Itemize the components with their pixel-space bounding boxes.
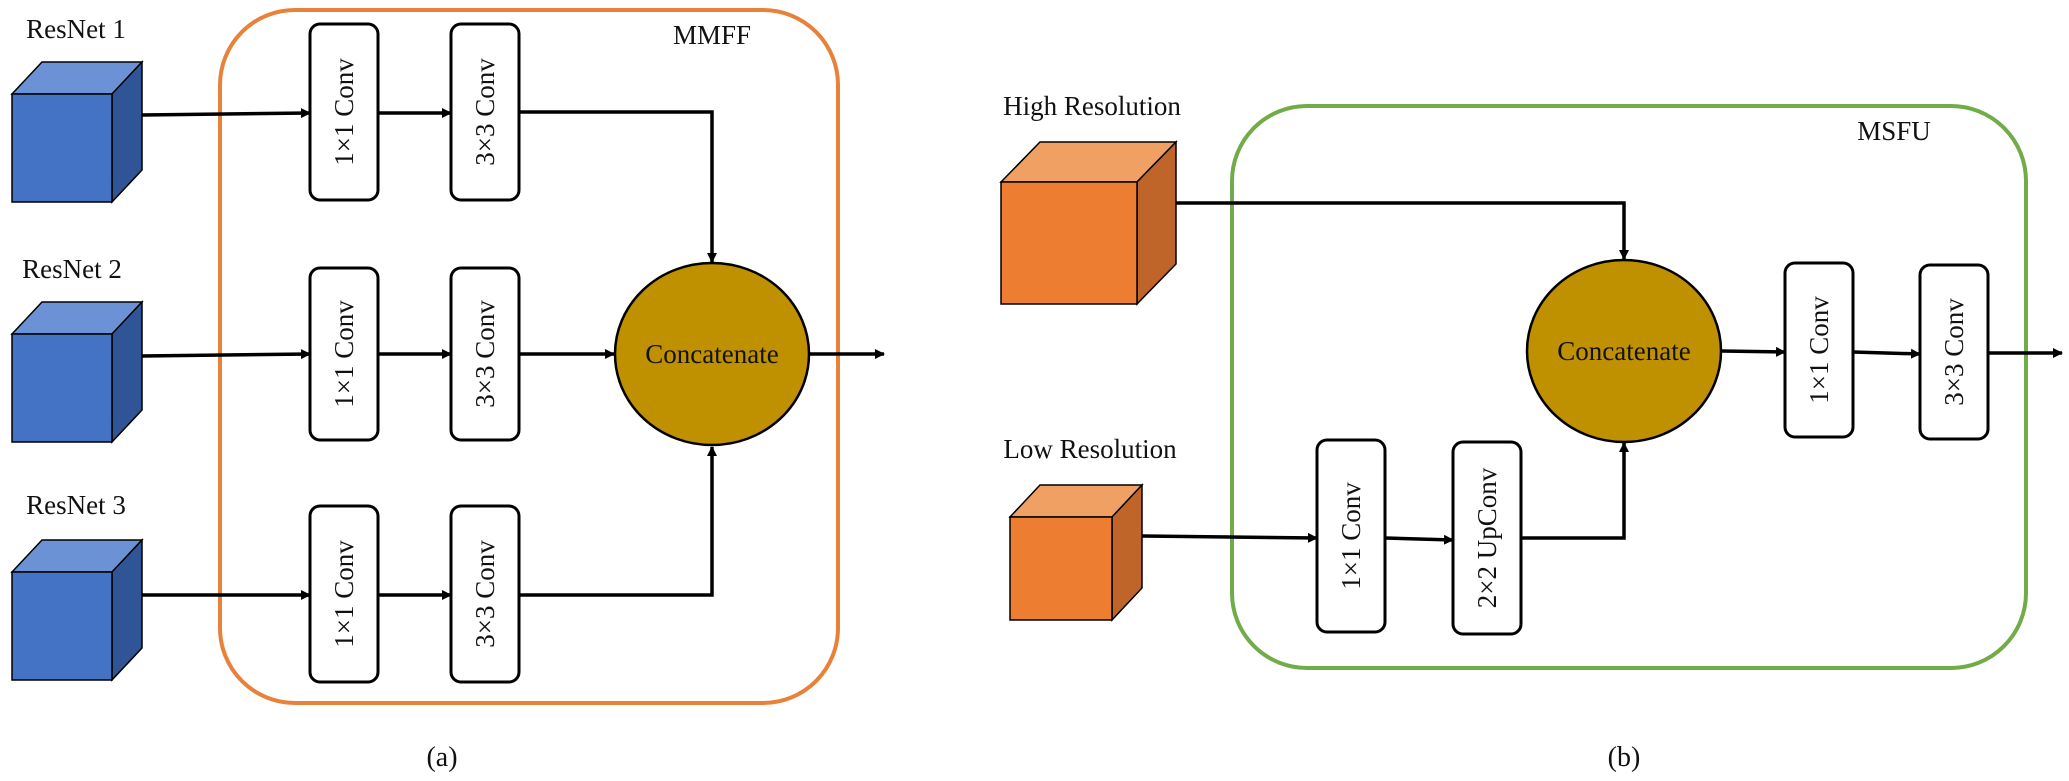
row2-conv3x3-label: 3×3 Conv <box>470 300 500 408</box>
low-resolution-cube <box>1008 483 1144 622</box>
resnet-1-cube <box>10 60 144 204</box>
arrow-high-to-concat <box>1176 201 1629 260</box>
arrow-upconv-to-concat <box>1521 442 1629 540</box>
post-conv1x1-box <box>1783 261 1855 439</box>
low-resolution-label: Low Resolution <box>1003 434 1177 464</box>
resnet-2-label: ResNet 2 <box>22 254 122 284</box>
low-conv1x1-box <box>1315 438 1387 634</box>
arrow-conv1-to-upconv <box>1384 534 1454 545</box>
low-conv1x1-label: 1×1 Conv <box>1336 482 1366 590</box>
caption-b: (b) <box>1608 742 1641 773</box>
panel-a: MMFF ResNet 1 ResNet 2 ResNet 3 1×1 Conv… <box>10 8 885 773</box>
msfu-module-label: MSFU <box>1857 116 1931 146</box>
arrow-low-to-conv1 <box>1141 532 1318 543</box>
row3-conv1x1-label: 1×1 Conv <box>329 540 359 648</box>
high-resolution-label: High Resolution <box>1003 91 1181 121</box>
concatenate-label-b: Concatenate <box>1557 336 1690 366</box>
row3-conv3x3-label: 3×3 Conv <box>470 540 500 648</box>
resnet-2-cube <box>10 300 144 444</box>
msfu-module-border <box>1230 104 2028 670</box>
concatenate-label-a: Concatenate <box>645 339 778 369</box>
caption-a: (a) <box>426 742 457 773</box>
row2-conv1x1-label: 1×1 Conv <box>329 300 359 408</box>
arrow-post-conv1-to-conv3 <box>1852 348 1921 359</box>
resnet-3-label: ResNet 3 <box>26 490 126 520</box>
post-conv1x1-label: 1×1 Conv <box>1804 296 1834 404</box>
row1-conv3x3-label: 3×3 Conv <box>470 58 500 166</box>
resnet-3-cube <box>10 538 144 682</box>
arrow-resnet2-to-conv1 <box>141 349 311 360</box>
arrow-concat-to-post-conv1 <box>1720 346 1786 357</box>
row1-conv1x1-label: 1×1 Conv <box>329 58 359 166</box>
upconv-label: 2×2 UpConv <box>1472 467 1502 608</box>
arrow-row3-to-concat <box>519 446 717 597</box>
arrow-row1-to-concat <box>519 110 717 263</box>
post-conv3x3-label: 3×3 Conv <box>1939 298 1969 406</box>
mmff-module-label: MMFF <box>673 20 751 50</box>
arrow-resnet1-to-conv1 <box>141 108 311 119</box>
high-resolution-cube <box>999 140 1178 306</box>
resnet-1-label: ResNet 1 <box>26 14 126 44</box>
panel-b: MSFU High Resolution Low Resolution 1×1 … <box>999 91 2063 773</box>
